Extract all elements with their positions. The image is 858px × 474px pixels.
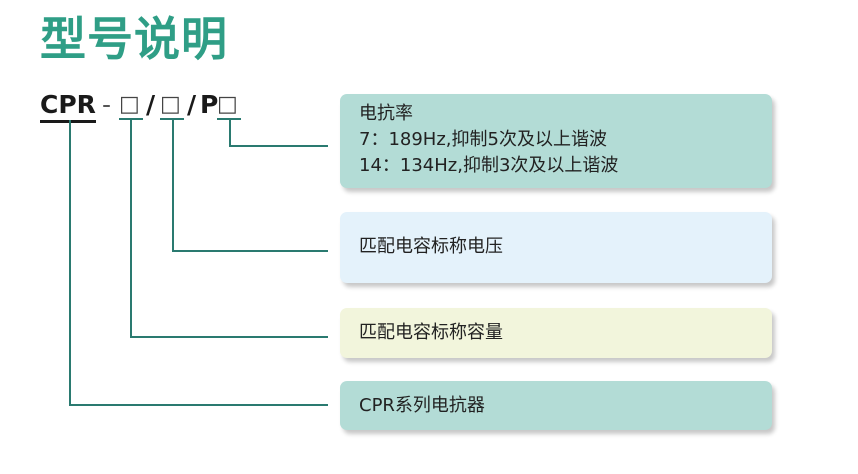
reactance-option-7: 7：189Hz,抑制5次及以上谐波 (359, 129, 607, 150)
slot-voltage-underline (160, 118, 184, 120)
model-p-letter: P (200, 90, 219, 119)
connector-series (69, 120, 328, 406)
reactance-description-box: 电抗率 7：189Hz,抑制5次及以上谐波 14：134Hz,抑制3次及以上谐波 (340, 94, 772, 188)
voltage-description: 匹配电容标称电压 (359, 236, 503, 257)
voltage-description-box: 匹配电容标称电压 (340, 212, 772, 283)
model-dash: - (102, 90, 112, 119)
series-description-box: CPR系列电抗器 (340, 381, 772, 430)
slot-reactance-underline (217, 118, 241, 120)
slot-voltage: □ (160, 92, 181, 117)
model-separator-1: / (146, 90, 156, 119)
page-title: 型号说明 (40, 12, 228, 66)
slot-capacity-underline (119, 118, 143, 120)
slot-reactance: □ (217, 92, 238, 117)
reactance-option-14: 14：134Hz,抑制3次及以上谐波 (359, 155, 619, 176)
series-description: CPR系列电抗器 (359, 395, 485, 416)
model-prefix: CPR (40, 90, 96, 123)
slot-capacity: □ (119, 92, 140, 117)
capacity-description: 匹配电容标称容量 (359, 322, 503, 343)
connector-reactance (229, 120, 328, 147)
model-separator-2: / (187, 90, 197, 119)
connector-voltage (172, 120, 328, 252)
reactance-label: 电抗率 (359, 103, 413, 124)
connector-capacity (130, 120, 328, 338)
capacity-description-box: 匹配电容标称容量 (340, 308, 772, 358)
